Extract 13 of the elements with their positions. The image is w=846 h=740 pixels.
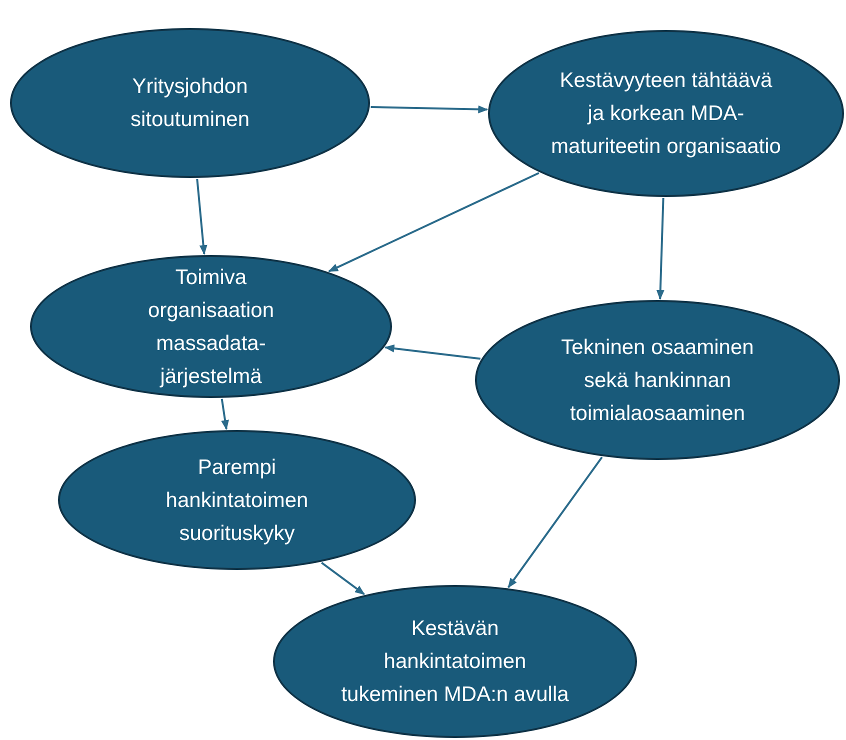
node-text: Tekninen osaaminen sekä hankinnan toimialaosaaminen [560, 334, 755, 426]
arrow [321, 562, 365, 596]
node-text: Kestävän hankintatoimen tukeminen MDA:n avulla [340, 616, 570, 708]
arrow [196, 178, 208, 256]
arrow [328, 172, 540, 272]
arrow [220, 398, 229, 430]
node-text: Parempi hankintatoimen suorituskyky [164, 454, 310, 546]
arrow [370, 105, 488, 114]
node-text: Toimiva organisaation massadata-järjestelmä [146, 264, 276, 390]
node-text: Yritysjohdon sitoutuminen [129, 74, 251, 133]
arrow [384, 344, 481, 360]
node-text: Kestävyyteen tähtäävä ja korkean MDA-maturiteetin organisaatio [551, 68, 781, 160]
arrow [656, 198, 664, 300]
